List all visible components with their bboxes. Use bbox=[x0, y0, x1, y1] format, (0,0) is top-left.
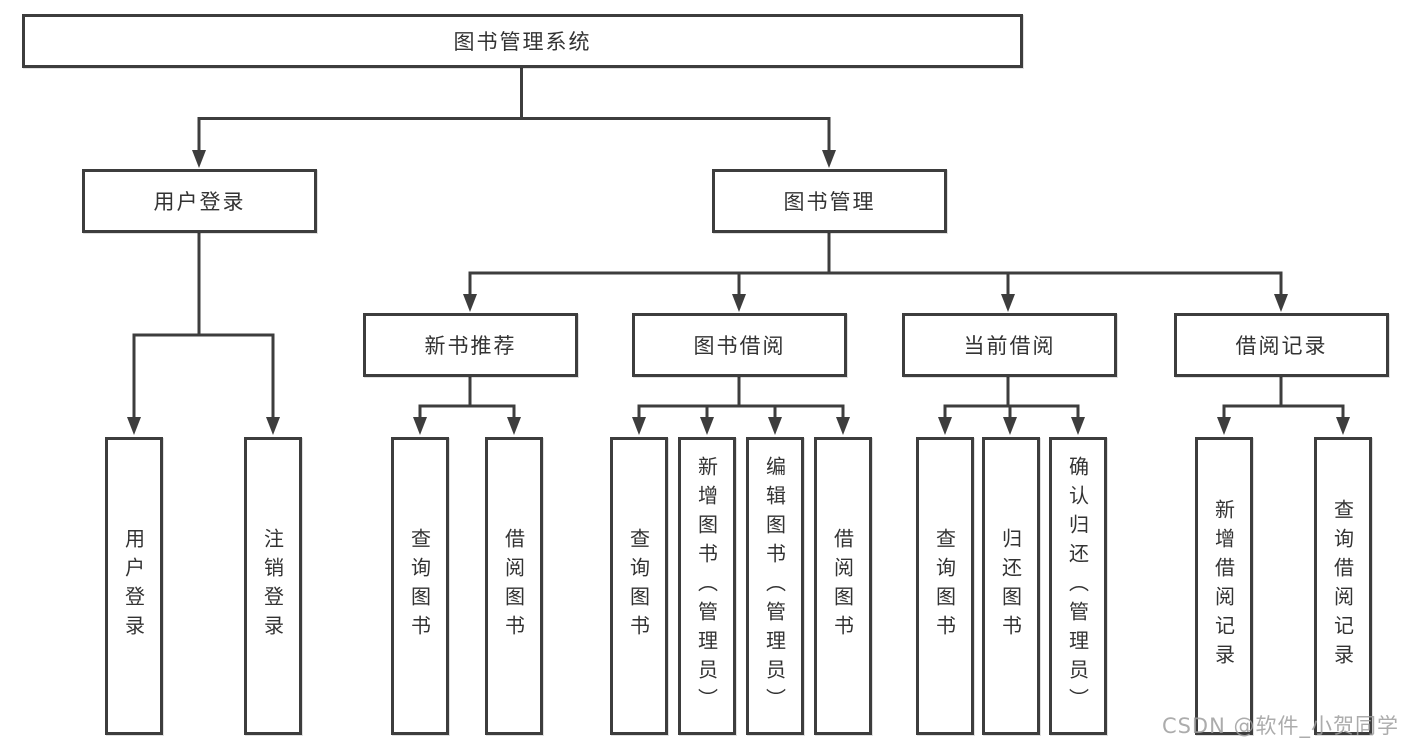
connector-level2-bar bbox=[197, 117, 831, 152]
leaf-user-login: 用户登录 bbox=[105, 437, 163, 735]
arrowhead bbox=[127, 417, 141, 435]
arrowhead bbox=[836, 417, 850, 435]
arrowhead bbox=[1071, 417, 1085, 435]
connector-userlogin-bar bbox=[132, 333, 275, 419]
csdn-watermark: CSDN @软件_小贺同学 bbox=[1161, 714, 1399, 738]
arrowheads bbox=[127, 150, 1350, 435]
leaf-logout: 注销登录 bbox=[244, 437, 302, 735]
leaf-borrow-edit-book: 编辑图书（管理员） bbox=[746, 437, 804, 735]
leaf-label: 归还图书 bbox=[998, 528, 1023, 644]
arrowhead bbox=[1274, 294, 1288, 312]
leaf-label: 编辑图书（管理员） bbox=[762, 455, 787, 717]
leaf-label: 查询图书 bbox=[407, 528, 432, 644]
leaf-borrow-query: 查询图书 bbox=[610, 437, 668, 735]
leaf-label: 新增借阅记录 bbox=[1211, 499, 1236, 673]
connector-records-bar bbox=[1222, 404, 1345, 419]
arrowhead bbox=[732, 294, 746, 312]
leaf-label: 注销登录 bbox=[260, 528, 285, 644]
node-book-borrow-label: 图书借阅 bbox=[693, 334, 786, 358]
leaf-label: 确认归还（管理员） bbox=[1065, 455, 1090, 717]
leaf-current-confirm-return: 确认归还（管理员） bbox=[1049, 437, 1107, 735]
leaf-label: 借阅图书 bbox=[501, 528, 526, 644]
arrowhead bbox=[822, 150, 836, 168]
leaf-records-add: 新增借阅记录 bbox=[1195, 437, 1253, 735]
node-borrow-records: 借阅记录 bbox=[1174, 313, 1389, 377]
arrowhead bbox=[938, 417, 952, 435]
node-user-login: 用户登录 bbox=[82, 169, 317, 233]
node-user-login-label: 用户登录 bbox=[153, 190, 246, 214]
connector-borrow-bar bbox=[637, 404, 845, 419]
arrowhead bbox=[192, 150, 206, 168]
leaf-label: 用户登录 bbox=[121, 528, 146, 644]
arrowhead bbox=[1336, 417, 1350, 435]
leaf-current-return: 归还图书 bbox=[982, 437, 1040, 735]
connector-newbook-bar bbox=[418, 404, 516, 419]
arrowhead bbox=[1217, 417, 1231, 435]
leaf-newbook-borrow: 借阅图书 bbox=[485, 437, 543, 735]
leaf-label: 新增图书（管理员） bbox=[694, 455, 719, 717]
leaf-label: 查询图书 bbox=[932, 528, 957, 644]
node-borrow-records-label: 借阅记录 bbox=[1235, 334, 1328, 358]
arrowhead bbox=[1003, 417, 1017, 435]
arrowhead bbox=[632, 417, 646, 435]
node-current-borrow-label: 当前借阅 bbox=[963, 334, 1056, 358]
leaf-records-query: 查询借阅记录 bbox=[1314, 437, 1372, 735]
leaf-borrow-book: 借阅图书 bbox=[814, 437, 872, 735]
node-new-book-recommend-label: 新书推荐 bbox=[424, 334, 517, 358]
node-new-book-recommend: 新书推荐 bbox=[363, 313, 578, 377]
node-current-borrow: 当前借阅 bbox=[902, 313, 1117, 377]
connector-level3-bar bbox=[468, 271, 1283, 296]
arrowhead bbox=[413, 417, 427, 435]
connector-strokes bbox=[132, 68, 1345, 419]
leaf-borrow-add-book: 新增图书（管理员） bbox=[678, 437, 736, 735]
node-book-management-label: 图书管理 bbox=[783, 190, 876, 214]
arrowhead bbox=[768, 417, 782, 435]
leaf-newbook-query: 查询图书 bbox=[391, 437, 449, 735]
leaf-label: 借阅图书 bbox=[830, 528, 855, 644]
arrowhead bbox=[507, 417, 521, 435]
leaf-label: 查询借阅记录 bbox=[1330, 499, 1355, 673]
leaf-current-query: 查询图书 bbox=[916, 437, 974, 735]
node-root: 图书管理系统 bbox=[22, 14, 1023, 68]
node-book-management: 图书管理 bbox=[712, 169, 947, 233]
node-root-label: 图书管理系统 bbox=[453, 30, 592, 54]
arrowhead bbox=[463, 294, 477, 312]
arrowhead bbox=[266, 417, 280, 435]
arrowhead bbox=[700, 417, 714, 435]
arrowhead bbox=[1001, 294, 1015, 312]
leaf-label: 查询图书 bbox=[626, 528, 651, 644]
node-book-borrow: 图书借阅 bbox=[632, 313, 847, 377]
